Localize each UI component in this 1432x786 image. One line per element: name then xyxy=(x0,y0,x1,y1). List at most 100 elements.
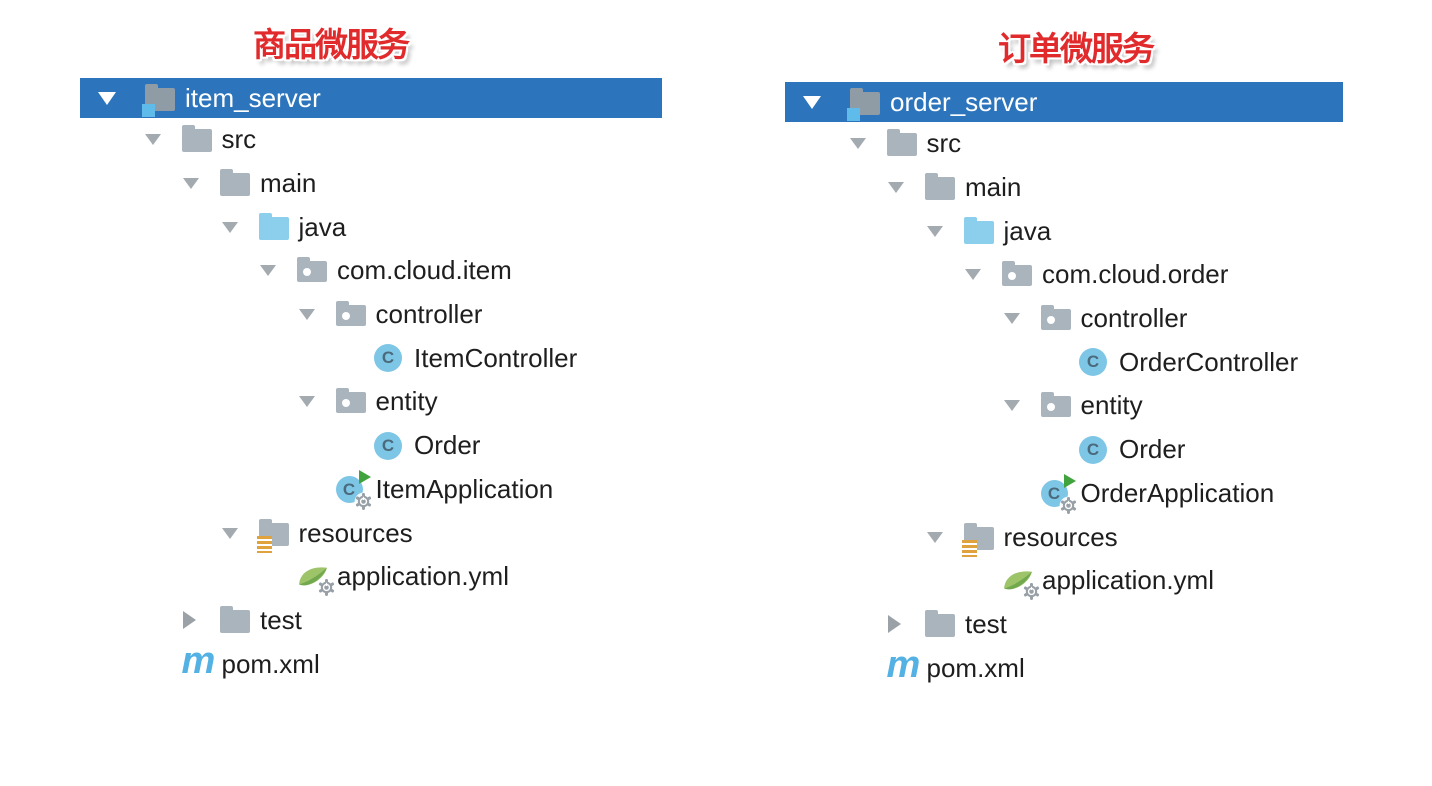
tree-row-label: java xyxy=(1003,215,1052,246)
chevron-down-icon[interactable] xyxy=(888,182,912,194)
tree-row-label: java xyxy=(298,211,347,242)
tree-row-label: main xyxy=(260,168,317,199)
chevron-down-icon[interactable] xyxy=(221,221,246,233)
tree-row-label: main xyxy=(965,172,1022,203)
maven-icon: m xyxy=(181,639,216,682)
tree-row[interactable]: controller xyxy=(80,293,662,337)
tree-row-label: com.cloud.item xyxy=(337,255,512,286)
tree-row[interactable]: entity xyxy=(785,384,1343,428)
run-overlay-icon xyxy=(1063,474,1076,489)
tree-row[interactable]: resources xyxy=(80,511,662,555)
resources-folder-icon xyxy=(961,522,994,557)
chevron-down-icon[interactable] xyxy=(926,531,951,543)
tree-row-label: com.cloud.order xyxy=(1042,259,1229,290)
right-pane-title: 订单微服务 xyxy=(998,32,1155,68)
package-folder-icon xyxy=(1040,392,1071,418)
tree-row[interactable]: Order xyxy=(80,424,662,468)
tree-row[interactable]: java xyxy=(80,205,662,249)
tree-row-label: controller xyxy=(1080,303,1188,334)
tree-row[interactable]: ItemController xyxy=(80,336,662,380)
tree-row-label: Order xyxy=(414,430,481,461)
tree-row-label: entity xyxy=(1080,390,1143,421)
tree-row-label: test xyxy=(260,604,302,635)
tree-row-label: pom.xml xyxy=(926,652,1025,683)
tree-row-label: OrderController xyxy=(1119,346,1299,377)
folder-icon xyxy=(886,129,917,157)
gear-icon xyxy=(1059,496,1077,515)
folder-icon xyxy=(220,169,250,197)
class-icon xyxy=(374,431,402,460)
chevron-right-icon[interactable] xyxy=(183,611,207,630)
tree-row[interactable]: com.cloud.order xyxy=(785,253,1343,297)
chevron-down-icon[interactable] xyxy=(965,269,989,281)
spring-config-icon xyxy=(297,564,336,597)
resources-badge xyxy=(256,535,272,553)
tree-row[interactable]: application.yml xyxy=(785,559,1343,603)
spring-config-icon xyxy=(1002,568,1041,601)
tree-root-row[interactable]: item_server xyxy=(80,78,662,118)
package-folder-icon xyxy=(1040,305,1071,331)
tree-row[interactable]: OrderApplication xyxy=(785,472,1343,516)
chevron-down-icon[interactable] xyxy=(144,134,169,146)
resources-badge xyxy=(961,539,977,557)
tree-row-label: test xyxy=(965,608,1007,639)
tree-row[interactable]: main xyxy=(80,162,662,206)
tree-row-label: Order xyxy=(1119,434,1186,465)
tree-row-label: OrderApplication xyxy=(1080,477,1275,508)
package-folder-icon xyxy=(1002,261,1032,287)
runnable-class-icon xyxy=(335,470,372,511)
chevron-right-icon[interactable] xyxy=(888,615,912,634)
folder-icon xyxy=(220,605,250,633)
tree-row[interactable]: controller xyxy=(785,297,1343,341)
chevron-down-icon[interactable] xyxy=(221,527,246,539)
chevron-down-icon[interactable] xyxy=(260,265,284,277)
tree-row[interactable]: ItemApplication xyxy=(80,468,662,512)
left-pane-title: 商品微服务 xyxy=(253,28,410,64)
source-folder-icon xyxy=(963,216,994,244)
tree-row-label: application.yml xyxy=(1042,565,1214,596)
gear-icon xyxy=(317,578,336,597)
tree-row-label: ItemController xyxy=(414,342,578,373)
tree-row[interactable]: src xyxy=(785,122,1343,166)
tree-row[interactable]: test xyxy=(785,603,1343,647)
tree-row[interactable]: java xyxy=(785,209,1343,253)
tree-row-label: resources xyxy=(1003,521,1118,552)
tree-row[interactable]: entity xyxy=(80,380,662,424)
tree-row-label: ItemApplication xyxy=(375,473,554,504)
runnable-class-icon xyxy=(1040,474,1077,515)
source-folder-icon xyxy=(258,212,289,240)
tree-row[interactable]: resources xyxy=(785,515,1343,559)
tree-row-label: src xyxy=(926,128,962,159)
maven-icon: m xyxy=(886,643,921,686)
chevron-down-icon[interactable] xyxy=(298,396,323,408)
chevron-down-icon[interactable] xyxy=(803,95,827,109)
chevron-down-icon[interactable] xyxy=(926,225,951,237)
tree-root-label: order_server xyxy=(890,86,1038,117)
tree-row[interactable]: test xyxy=(80,599,662,643)
tree-row[interactable]: src xyxy=(80,118,662,162)
chevron-down-icon[interactable] xyxy=(849,138,874,150)
tree-row[interactable]: OrderController xyxy=(785,340,1343,384)
chevron-down-icon[interactable] xyxy=(298,309,323,321)
folder-icon xyxy=(925,609,955,637)
tree-row-label: application.yml xyxy=(337,561,509,592)
chevron-down-icon[interactable] xyxy=(1003,400,1028,412)
chevron-down-icon[interactable] xyxy=(98,91,122,105)
tree-root-row[interactable]: order_server xyxy=(785,82,1343,122)
chevron-down-icon[interactable] xyxy=(183,178,207,190)
tree-row-label: src xyxy=(221,124,257,155)
module-folder-icon xyxy=(142,83,175,117)
folder-icon xyxy=(925,173,955,201)
module-badge xyxy=(142,103,155,117)
tree-row-label: resources xyxy=(298,517,413,548)
tree-row[interactable]: Order xyxy=(785,428,1343,472)
tree-row[interactable]: com.cloud.item xyxy=(80,249,662,293)
tree-row[interactable]: application.yml xyxy=(80,555,662,599)
tree-row[interactable]: main xyxy=(785,166,1343,210)
chevron-down-icon[interactable] xyxy=(1003,313,1028,325)
